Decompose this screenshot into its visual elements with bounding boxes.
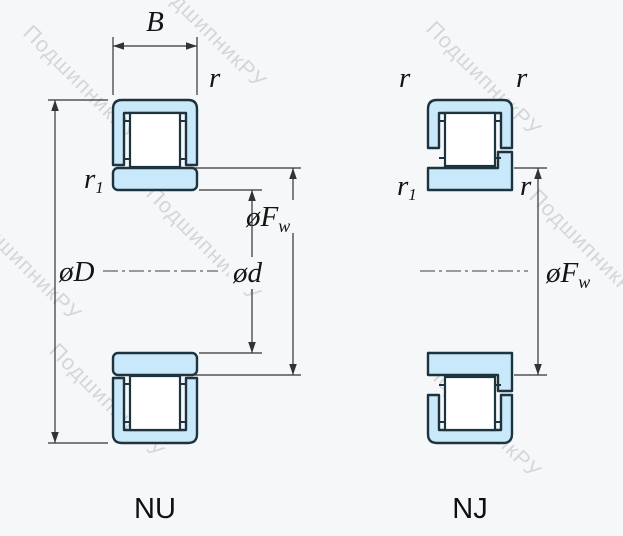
label-B: B bbox=[146, 6, 164, 38]
nj-roller-top bbox=[443, 111, 497, 168]
label-oD: øD bbox=[58, 256, 95, 288]
label-r-top-left: r bbox=[399, 62, 411, 94]
nj-inner-ring-top bbox=[426, 150, 514, 192]
arrowhead bbox=[51, 100, 59, 111]
arrowhead bbox=[534, 168, 542, 179]
nu-dimensions: B r r1 øD øFw ød bbox=[48, 6, 305, 444]
nj-roller-bottom bbox=[443, 375, 497, 432]
nj-cage-marks bbox=[439, 120, 501, 423]
arrowhead bbox=[534, 364, 542, 375]
label-r1: r1 bbox=[397, 170, 417, 204]
arrowhead bbox=[113, 42, 124, 50]
nj-dimensions: r r r1 r øFw bbox=[397, 62, 590, 376]
nu-roller-bottom bbox=[128, 374, 182, 432]
label-oFw: øFw bbox=[545, 257, 590, 292]
label-mask bbox=[243, 200, 305, 233]
label-mask bbox=[229, 257, 285, 289]
arrowhead bbox=[186, 42, 197, 50]
label-r1: r1 bbox=[84, 163, 104, 197]
label-r-top-right: r bbox=[516, 62, 528, 94]
nj-inner-ring-bottom bbox=[426, 351, 514, 393]
arrowhead bbox=[289, 364, 297, 375]
arrowhead bbox=[248, 190, 256, 201]
arrowhead bbox=[248, 342, 256, 353]
nu-inner-ring-bottom bbox=[111, 351, 199, 377]
label-oFw: øFw bbox=[245, 201, 290, 236]
nu-caption: NU bbox=[134, 493, 176, 525]
nu-view: B r r1 øD øFw ød bbox=[48, 6, 305, 525]
nj-rollers bbox=[443, 111, 497, 432]
arrowhead bbox=[289, 168, 297, 179]
nj-view: r r r1 r øFw NJ bbox=[397, 62, 590, 525]
label-od: ød bbox=[232, 257, 263, 289]
label-r: r bbox=[209, 62, 221, 94]
nu-cage-marks bbox=[124, 120, 186, 423]
arrowhead bbox=[51, 432, 59, 443]
nj-caption: NJ bbox=[452, 493, 487, 525]
label-r-rib: r bbox=[520, 170, 532, 202]
nu-inner-ring-top bbox=[111, 166, 199, 192]
nu-rollers bbox=[128, 111, 182, 432]
nu-roller-top bbox=[128, 111, 182, 169]
